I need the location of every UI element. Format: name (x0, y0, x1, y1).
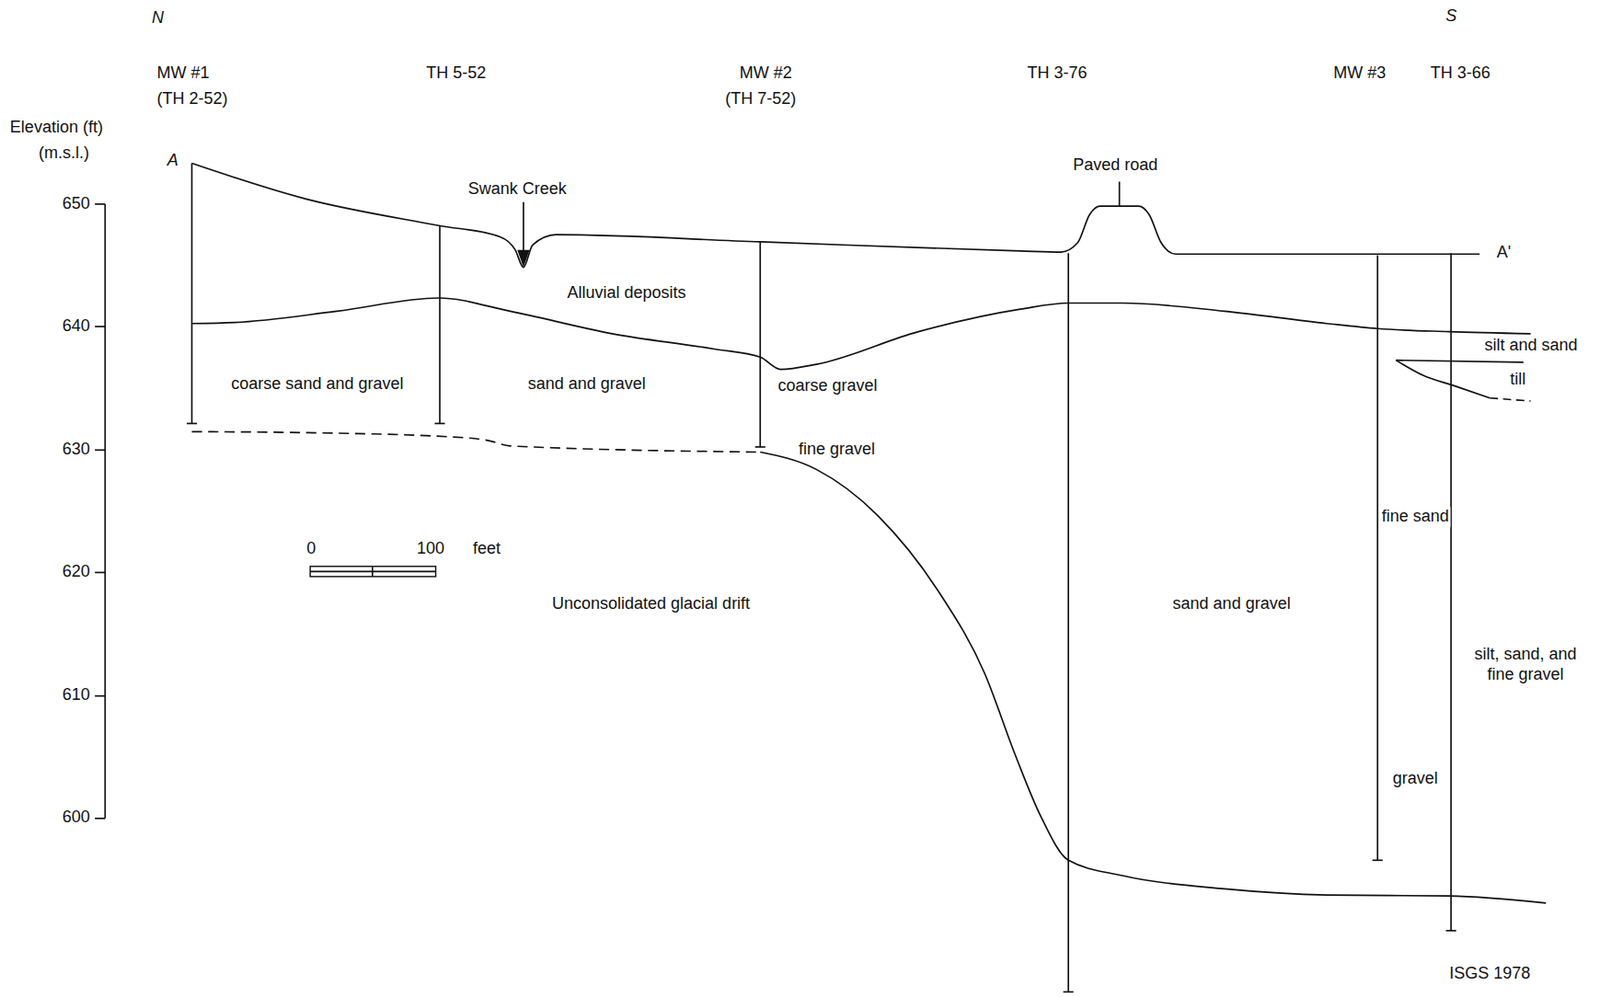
well-name: MW #3 (1331, 63, 1388, 84)
axis-tick (94, 817, 105, 820)
axis-value: 610 (60, 686, 93, 707)
road-marker (1118, 181, 1121, 207)
axis-title: Elevation (ft) (8, 117, 105, 139)
scale-bar (310, 566, 436, 577)
till-bottom (1395, 360, 1490, 399)
till-top (1395, 360, 1524, 363)
creek-label: Swank Creek (466, 179, 569, 200)
axis-value: 630 (60, 439, 93, 461)
borehole (434, 225, 445, 424)
unit-label: Unconsolidated glacial drift (550, 594, 752, 615)
unit-label: coarse gravel (775, 377, 879, 398)
well-name: MW #1 (155, 63, 212, 84)
axis-value: 650 (60, 194, 93, 215)
section-end: A (165, 150, 181, 172)
borehole (755, 241, 766, 448)
test-hole-name: (TH 7-52) (723, 89, 798, 110)
unit-label: fine gravel (796, 439, 877, 461)
unit-label: sand and gravel (526, 374, 648, 395)
unit-label: Alluvial deposits (564, 284, 688, 305)
well-name: MW #2 (737, 63, 795, 84)
unit-label: coarse sand and gravel (229, 374, 405, 395)
road-label: Paved road (1070, 155, 1160, 176)
axis-unit: (m.s.l.) (36, 144, 92, 165)
test-hole-name: TH 3-76 (1025, 63, 1090, 84)
source-note: ISGS 1978 (1447, 964, 1532, 985)
axis-tick (94, 448, 105, 451)
unit-label: till (1507, 369, 1528, 391)
axis-value: 640 (60, 316, 93, 337)
scale-bar-div (371, 566, 374, 577)
elevation-axis (103, 204, 106, 819)
drift-contact (759, 452, 1546, 904)
till-bottom-inferred (1489, 398, 1531, 402)
borehole (1063, 253, 1074, 992)
inferred-contact (192, 431, 761, 452)
compass-south: S (1443, 6, 1459, 27)
compass-north: N (149, 8, 166, 29)
creek-arrow-head (517, 250, 530, 268)
borehole (1446, 253, 1457, 932)
test-hole-name: TH 5-52 (424, 63, 488, 84)
unit-label: sand and gravel (1171, 594, 1293, 615)
alluvium-base (192, 298, 1531, 370)
axis-tick (94, 325, 105, 328)
scale-value: 0 (304, 539, 318, 560)
test-hole-name: (TH 2-52) (155, 89, 231, 110)
unit-label: gravel (1391, 770, 1440, 791)
borehole (1372, 254, 1383, 861)
unit-label: silt, sand, and fine gravel (1459, 645, 1592, 686)
axis-value: 600 (60, 808, 93, 829)
scale-value: 100 (414, 539, 447, 560)
test-hole-name: TH 3-66 (1428, 63, 1493, 84)
axis-tick (94, 203, 105, 206)
scale-unit: feet (471, 539, 503, 560)
axis-value: 620 (60, 562, 93, 583)
ground-surface (192, 163, 1481, 268)
borehole (186, 163, 197, 425)
axis-tick (94, 572, 105, 575)
unit-label: fine sand (1380, 506, 1451, 528)
section-end: A' (1495, 242, 1513, 264)
unit-label: silt and sand (1482, 335, 1579, 357)
axis-tick (94, 695, 105, 698)
creek-arrow-shaft (522, 202, 525, 254)
